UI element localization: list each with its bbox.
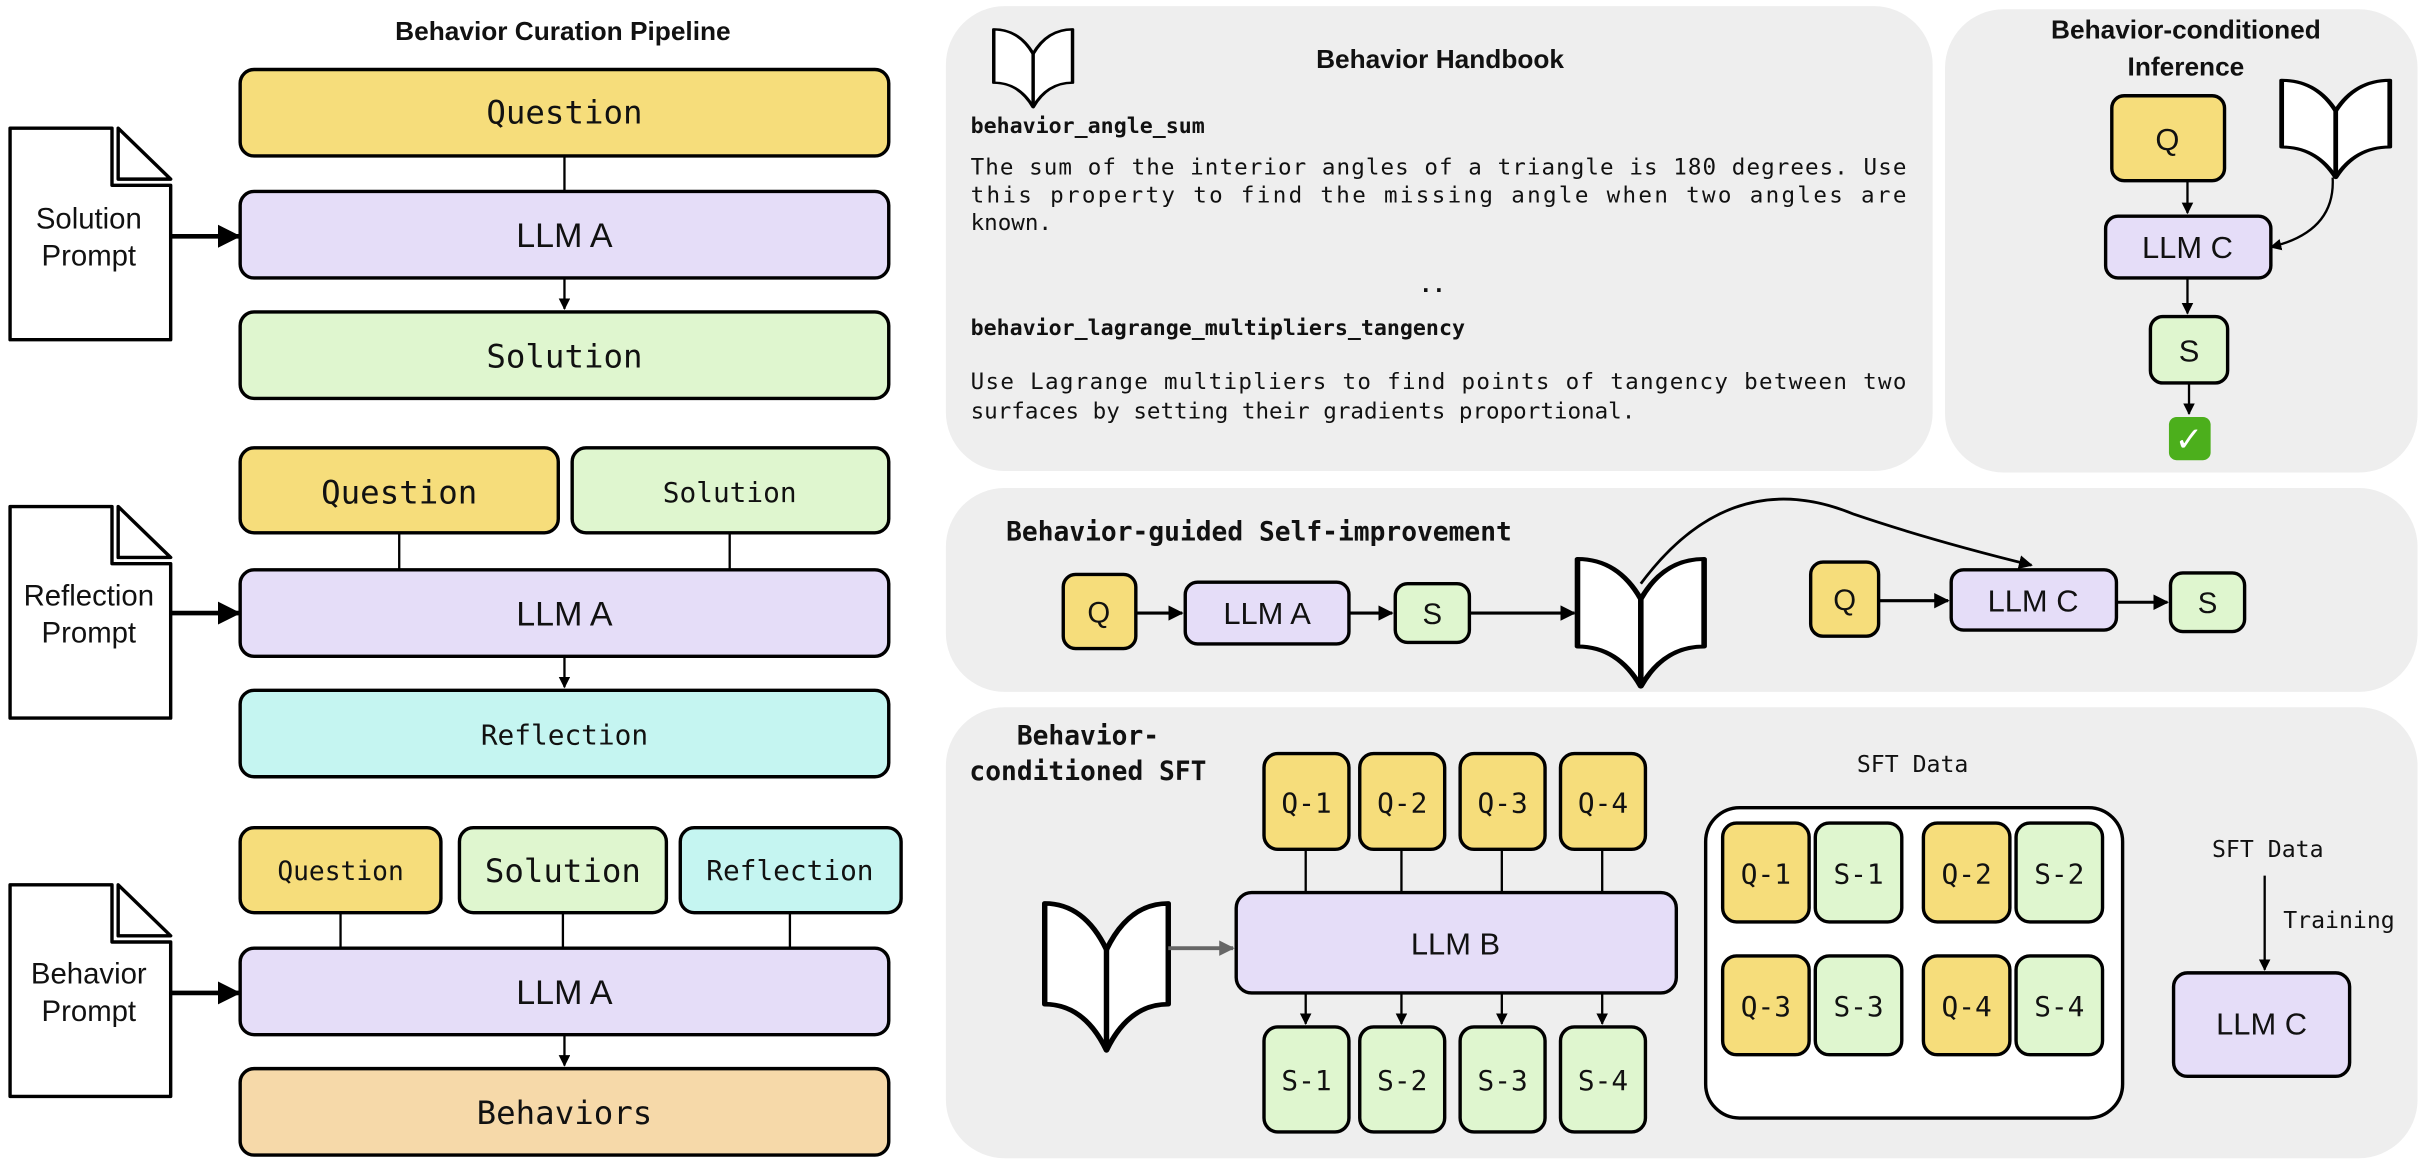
- reflection-label: Reflection: [481, 718, 648, 751]
- sft-data-item-label: S-1: [1833, 857, 1883, 890]
- sft-solution-box: [1558, 1025, 1648, 1134]
- sft-solutions: S-1 S-2 S-3 S-4: [1262, 992, 1648, 1134]
- sft-solution-box: [1358, 1025, 1447, 1134]
- sft-question-label: Q-2: [1377, 786, 1427, 819]
- check-mark-glyph: ✓: [2175, 421, 2203, 459]
- llm-b-box: [1234, 890, 1679, 995]
- svg-text:The sum of the interior angles: The sum of the interior angles of a tria…: [971, 155, 1907, 181]
- q-box: [2110, 94, 2227, 183]
- sft-data-item-box: [1720, 954, 1811, 1057]
- sft-solution-label: S-4: [1578, 1064, 1628, 1097]
- sft-data-item-label: S-4: [2034, 990, 2084, 1023]
- sft-questions: Q-1 Q-2 Q-3 Q-4: [1262, 751, 1648, 893]
- svg-text:this property to find the miss: this property to find the missing angle …: [971, 182, 1907, 208]
- llm-c-box: [1949, 568, 2119, 632]
- sft-data-item-label: S-2: [2034, 857, 2084, 890]
- reflection-box: [238, 688, 891, 779]
- sft-data-item-box: [1813, 954, 1904, 1057]
- sft-solution-box: [1262, 1025, 1351, 1134]
- llm-c-box: [2171, 971, 2352, 1079]
- sft-solution-label: S-1: [1281, 1064, 1331, 1097]
- llm-c-label: LLM C: [2142, 230, 2233, 265]
- behavior-description: The sum of the interior angles of a tria…: [971, 155, 1907, 237]
- sft-data-item-label: Q-1: [1741, 857, 1791, 890]
- s-label: S: [2198, 587, 2218, 620]
- check-mark-icon: [2168, 416, 2211, 461]
- sft-solution-label: S-2: [1377, 1064, 1427, 1097]
- sft-data-item-box: [2014, 821, 2105, 924]
- q-label: Q: [1087, 596, 1110, 629]
- behavior-description: Use Lagrange multipliers to find points …: [971, 369, 1907, 424]
- s-box: [2168, 571, 2247, 634]
- handbook-panel: [945, 6, 1933, 471]
- self-improvement-title: Behavior-guided Self-improvement: [1006, 517, 1512, 547]
- llm-b-label: LLM B: [1411, 926, 1500, 961]
- q-box: [1061, 572, 1138, 651]
- llm-a-label: LLM A: [516, 974, 613, 1012]
- sft-data-item-box: [1921, 954, 2012, 1057]
- sft-solution-label: S-3: [1477, 1064, 1527, 1097]
- s-label: S: [1423, 598, 1443, 631]
- question-label: Question: [277, 857, 403, 887]
- sft-title: Behavior-conditioned SFT: [969, 721, 1206, 787]
- sft-data-item-label: Q-4: [1942, 990, 1992, 1023]
- training-input-label: SFT Data: [2212, 837, 2324, 863]
- solution-label: Solution: [485, 852, 641, 890]
- question-label: Question: [486, 94, 642, 132]
- svg-text:Use Lagrange multipliers to fi: Use Lagrange multipliers to find points …: [971, 369, 1907, 395]
- behaviors-box: [238, 1066, 891, 1157]
- sft-data-item-box: [1813, 821, 1904, 924]
- llm-c-label: LLM C: [2216, 1007, 2307, 1042]
- s-label: S: [2179, 333, 2200, 368]
- sft-data-title: SFT Data: [1857, 752, 1969, 778]
- ellipsis: ..: [1419, 273, 1445, 298]
- llm-a-label: LLM A: [516, 595, 613, 633]
- behavior-name: behavior_lagrange_multipliers_tangency: [971, 316, 1465, 341]
- sft-data-item-label: Q-3: [1741, 990, 1791, 1023]
- solution-label: Solution: [486, 338, 642, 376]
- sft-question-label: Q-4: [1578, 786, 1628, 819]
- q-label: Q: [1833, 584, 1856, 617]
- sft-question-label: Q-3: [1477, 786, 1527, 819]
- llm-c-label: LLM C: [1988, 584, 2079, 619]
- sft-data-item-label: S-3: [1833, 990, 1883, 1023]
- sft-solution-box: [1458, 1025, 1547, 1134]
- sft-question-label: Q-1: [1281, 786, 1331, 819]
- behaviors-label: Behaviors: [477, 1094, 653, 1132]
- llm-a-label: LLM A: [516, 217, 613, 255]
- svg-text:surfaces by setting their grad: surfaces by setting their gradients prop…: [971, 398, 1636, 424]
- llm-a-label: LLM A: [1223, 596, 1311, 631]
- question-label: Question: [321, 473, 477, 511]
- sft-data-grid: Q-1Q-3 S-1S-3 Q-2Q-4 S-2S-4: [1720, 821, 2105, 1057]
- solution-label: Solution: [663, 476, 797, 509]
- q-label: Q: [2155, 122, 2179, 157]
- svg-text:known.: known.: [971, 210, 1052, 236]
- sft-data-item-label: Q-2: [1942, 857, 1992, 890]
- pipeline-title: Behavior Curation Pipeline: [395, 16, 730, 46]
- sft-data-item-box: [1921, 821, 2012, 924]
- sft-data-item-box: [2014, 954, 2105, 1057]
- behavior-name: behavior_angle_sum: [971, 114, 1205, 139]
- handbook-title: Behavior Handbook: [1316, 44, 1564, 74]
- reflection-label: Reflection: [706, 854, 873, 887]
- solution-box: [238, 310, 891, 401]
- training-label: Training: [2283, 908, 2395, 934]
- sft-data-item-box: [1720, 821, 1811, 924]
